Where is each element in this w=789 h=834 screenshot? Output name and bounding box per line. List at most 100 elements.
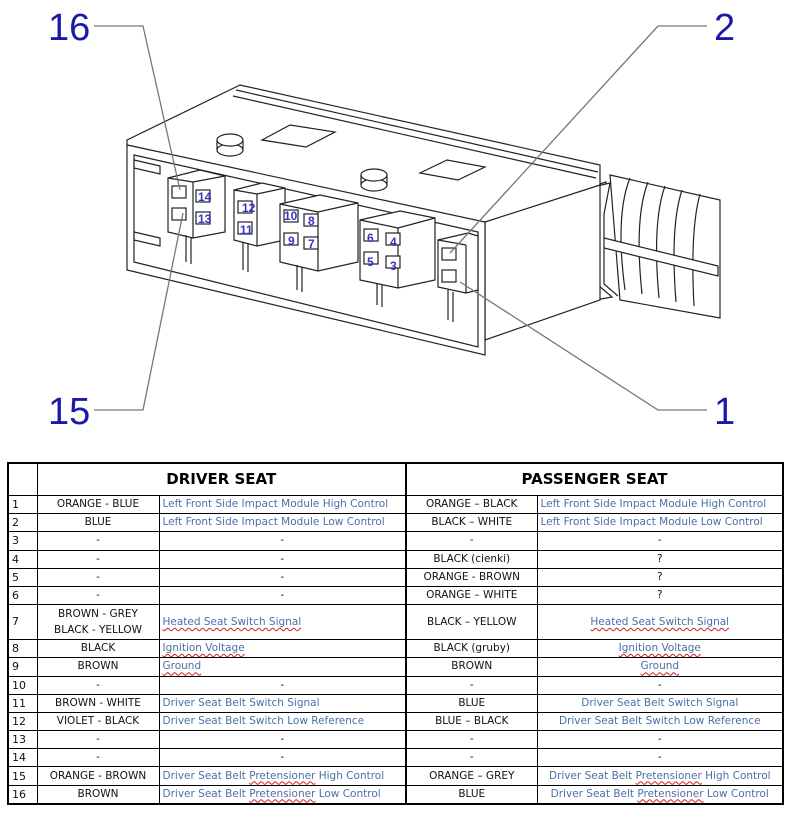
passenger-wire-cell: - [405,531,538,551]
pin-number-labels: 14 13 12 11 10 8 9 7 6 4 5 3 [198,190,397,273]
wire-color: - [96,678,100,691]
function-text-part: High Control [315,769,385,782]
driver-wire-cell: - [36,567,160,587]
passenger-wire-cell: BLUE [405,784,538,805]
function-text-part: Low Control [703,787,769,800]
function-text: Ignition Voltage [162,642,245,655]
function-text-part: Pretensioner [635,769,702,782]
driver-function-cell: Driver Seat Belt Pretensioner Low Contro… [158,784,407,805]
pin-number-cell: 5 [7,567,38,587]
passenger-function-cell: - [536,748,784,768]
driver-function-cell: Driver Seat Belt Switch Low Reference [158,711,407,732]
driver-wire-cell: VIOLET - BLACK [36,711,160,732]
pin-label-9: 9 [288,234,295,248]
function-text: - [657,733,662,746]
function-text-part: Driver Seat Belt [162,769,250,782]
pin-number-cell: 11 [7,693,38,713]
driver-function-cell: - [158,531,407,551]
pin-header-cell [7,462,38,496]
driver-seat-header: DRIVER SEAT [36,462,407,496]
pin-number-cell: 7 [7,604,38,641]
function-text: Heated Seat Switch Signal [590,616,730,629]
function-text: - [280,589,285,602]
table-row: 1 ORANGE - BLUE Left Front Side Impact Mod… [7,494,784,515]
passenger-function-cell: Ignition Voltage [536,639,784,659]
function-text: - [280,733,285,746]
wire-color: BLUE [84,516,112,529]
passenger-wire-cell: ORANGE - BROWN [405,567,538,587]
function-text: Ground [640,660,680,673]
function-text-part: Driver Seat Belt [548,769,636,782]
passenger-wire-cell: BLACK – YELLOW [405,604,538,641]
passenger-seat-header: PASSENGER SEAT [405,462,784,496]
passenger-function-cell: Left Front Side Impact Module Low Contro… [536,513,784,533]
pin-number-cell: 2 [7,513,38,533]
callout-16: 16 [48,7,90,49]
passenger-function-cell: - [536,730,784,750]
passenger-function-cell: - [536,675,784,695]
pin-number-cell: 1 [7,494,38,515]
driver-wire-cell: - [36,730,160,750]
table-row: 4--BLACK (cienki)? [7,549,784,569]
function-text: Heated Seat Switch Signal [162,616,302,629]
passenger-function-cell: Left Front Side Impact Module High Contr… [536,494,784,515]
wire-color: - [96,552,100,565]
driver-function-cell: - [158,748,407,768]
function-text: - [280,570,285,583]
driver-function-cell: Ground [158,657,407,677]
driver-function-cell: - [158,549,407,569]
pin-number-cell: 10 [7,675,38,695]
driver-function-cell: Driver Seat Belt Pretensioner High Contr… [158,766,407,786]
passenger-wire-cell: BLUE [405,693,538,713]
driver-wire-cell: BROWN [36,784,160,805]
passenger-wire-cell: BLACK (cienki) [405,549,538,569]
pin-label-4: 4 [390,235,397,249]
pin-label-7: 7 [308,237,315,251]
table-row: 3---- [7,531,784,551]
function-text: Left Front Side Impact Module Low Contro… [540,516,763,529]
passenger-function-cell: Heated Seat Switch Signal [536,604,784,641]
driver-function-cell: Heated Seat Switch Signal [158,604,407,641]
wire-color: - [96,589,100,602]
driver-function-cell: Ignition Voltage [158,639,407,659]
passenger-wire-cell: BLACK (gruby) [405,639,538,659]
function-text: - [280,751,285,764]
function-text: ? [656,570,663,583]
pin-label-5: 5 [367,255,374,269]
wire-color: - [96,570,100,583]
wire-color: BLACK [80,642,116,655]
function-text: Ground [162,660,202,673]
pin-label-14: 14 [198,190,212,204]
pin-label-8: 8 [308,214,315,228]
leader-lines [94,25,707,411]
function-text: Driver Seat Belt Switch Signal [581,696,739,709]
function-text: - [280,678,285,691]
passenger-wire-cell: - [405,730,538,750]
function-text: Left Front Side Impact Module High Contr… [162,498,389,511]
driver-function-cell: - [158,585,407,606]
passenger-wire-cell: ORANGE – WHITE [405,585,538,606]
callout-1: 1 [714,391,735,433]
function-text: - [657,678,662,691]
driver-function-cell: Left Front Side Impact Module Low Contro… [158,513,407,533]
pin-number-cell: 9 [7,657,38,677]
passenger-wire-cell: BROWN [405,657,538,677]
driver-function-cell: Driver Seat Belt Switch Signal [158,693,407,713]
driver-function-cell: - [158,730,407,750]
driver-wire-cell: - [36,748,160,768]
driver-wire-cell: - [36,675,160,695]
table-row: 2 BLUE Left Front Side Impact Module Low C… [7,513,784,533]
wire-color: ORANGE - BROWN [49,769,147,782]
wire-color: ORANGE - BLUE [56,498,140,511]
table-row: 10---- [7,675,784,695]
pin-number-cell: 14 [7,748,38,768]
pin-number-cell: 12 [7,711,38,732]
function-text: ? [656,552,663,565]
pin-label-3: 3 [390,259,397,273]
callout-2: 2 [714,7,735,49]
